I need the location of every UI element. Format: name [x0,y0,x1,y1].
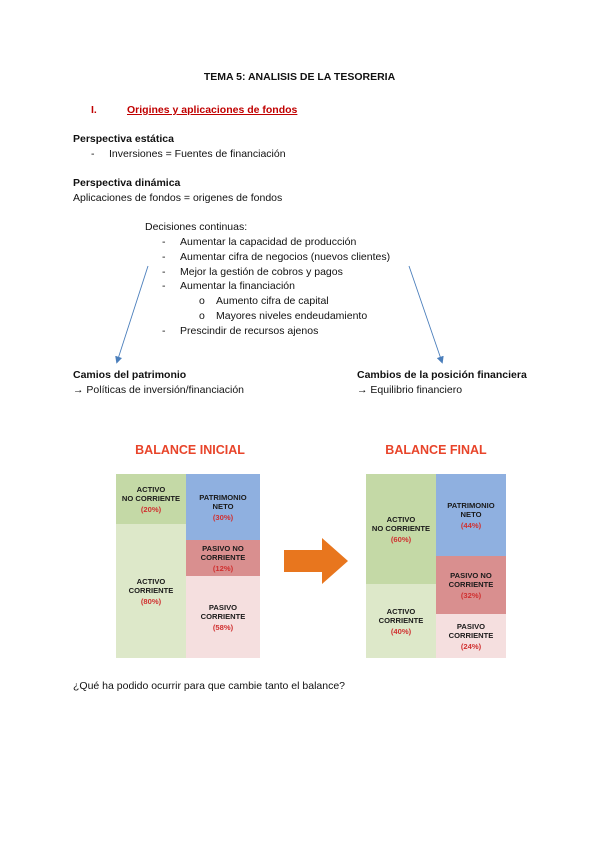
label: PATRIMONIO [447,500,495,510]
label: PATRIMONIO [199,492,247,502]
initial-activo-corriente: ACTIVO CORRIENTE (80%) [116,524,186,658]
section-title: Origines y aplicaciones de fondos [127,104,298,116]
decision-subitem: Mayores niveles endeudamiento [216,310,368,322]
label: PASIVO NO [202,543,244,553]
label: CORRIENTE [200,552,246,562]
percentage: (44%) [460,520,482,530]
dynamic-line: Aplicaciones de fondos = origenes de fon… [73,192,283,204]
decision-subitem: Aumento cifra de capital [216,295,329,307]
balance-final-title: BALANCE FINAL [385,443,487,457]
initial-pasivo-no-corriente: PASIVO NO CORRIENTE (12%) [186,540,260,576]
left-connector-arrow [115,265,149,364]
transition-arrow-icon [284,538,348,584]
left-col-line: → Políticas de inversión/financiación [73,384,245,396]
dash-bullet: - [162,280,166,292]
label: NO CORRIENTE [121,493,181,503]
percentage: (80%) [140,596,162,606]
label: PASIVO [208,602,238,612]
sub-bullet: o [199,310,205,322]
label: ACTIVO [136,484,166,494]
closing-question: ¿Qué ha podido ocurrir para que cambie t… [73,680,346,692]
label: CORRIENTE [448,630,494,640]
decisions-heading: Decisiones continuas: [145,221,248,233]
right-col-line: → Equilibrio financiero [357,384,463,396]
label: ACTIVO [386,606,416,616]
percentage: (58%) [212,622,234,632]
dash-bullet: - [162,251,166,263]
decision-item: Aumentar la capacidad de producción [180,236,357,248]
static-item: Inversiones = Fuentes de financiación [109,148,286,160]
decision-item: Mejor la gestión de cobros y pagos [180,266,343,278]
label: PASIVO NO [450,570,492,580]
dash-bullet: - [162,236,166,248]
static-heading: Perspectiva estática [73,133,174,145]
label: CORRIENTE [448,579,494,589]
percentage: (40%) [390,626,412,636]
percentage: (12%) [212,563,234,573]
percentage: (60%) [390,534,412,544]
percentage: (32%) [460,590,482,600]
label: CORRIENTE [200,611,246,621]
decision-item: Aumentar cifra de negocios (nuevos clien… [180,251,391,263]
dash-bullet: - [162,325,166,337]
label: ACTIVO [386,514,416,524]
right-col-heading: Cambios de la posición financiera [357,369,527,381]
label: CORRIENTE [128,585,174,595]
label: NETO [460,509,482,519]
document-title: TEMA 5: ANALISIS DE LA TESORERIA [203,71,396,83]
label: PASIVO [456,621,486,631]
section-number: I. [91,104,97,116]
decision-item: Aumentar la financiación [180,280,295,292]
static-bullet: - [91,148,95,160]
final-activo-no-corriente: ACTIVO NO CORRIENTE (60%) [366,474,436,584]
balance-initial-chart: ACTIVO NO CORRIENTE (20%) ACTIVO CORRIEN… [116,474,260,658]
initial-pasivo-corriente: PASIVO CORRIENTE (58%) [186,576,260,658]
label: ACTIVO [136,576,166,586]
percentage: (24%) [460,641,482,651]
final-patrimonio-neto: PATRIMONIO NETO (44%) [436,474,506,556]
label: NO CORRIENTE [371,523,431,533]
balance-final-chart: ACTIVO NO CORRIENTE (60%) ACTIVO CORRIEN… [366,474,506,658]
percentage: (20%) [140,504,162,514]
final-activo-corriente: ACTIVO CORRIENTE (40%) [366,584,436,658]
percentage: (30%) [212,512,234,522]
dynamic-heading: Perspectiva dinámica [73,177,181,189]
label: CORRIENTE [378,615,424,625]
decision-item: Prescindir de recursos ajenos [180,325,319,337]
sub-bullet: o [199,295,205,307]
final-pasivo-corriente: PASIVO CORRIENTE (24%) [436,614,506,658]
connector-arrows [115,265,444,364]
dash-bullet: - [162,266,166,278]
balance-initial-title: BALANCE INICIAL [135,443,245,457]
initial-patrimonio-neto: PATRIMONIO NETO (30%) [186,474,260,540]
final-pasivo-no-corriente: PASIVO NO CORRIENTE (32%) [436,556,506,614]
label: NETO [212,501,234,511]
initial-activo-no-corriente: ACTIVO NO CORRIENTE (20%) [116,474,186,524]
right-connector-arrow [408,265,444,364]
left-col-heading: Camios del patrimonio [73,369,187,381]
